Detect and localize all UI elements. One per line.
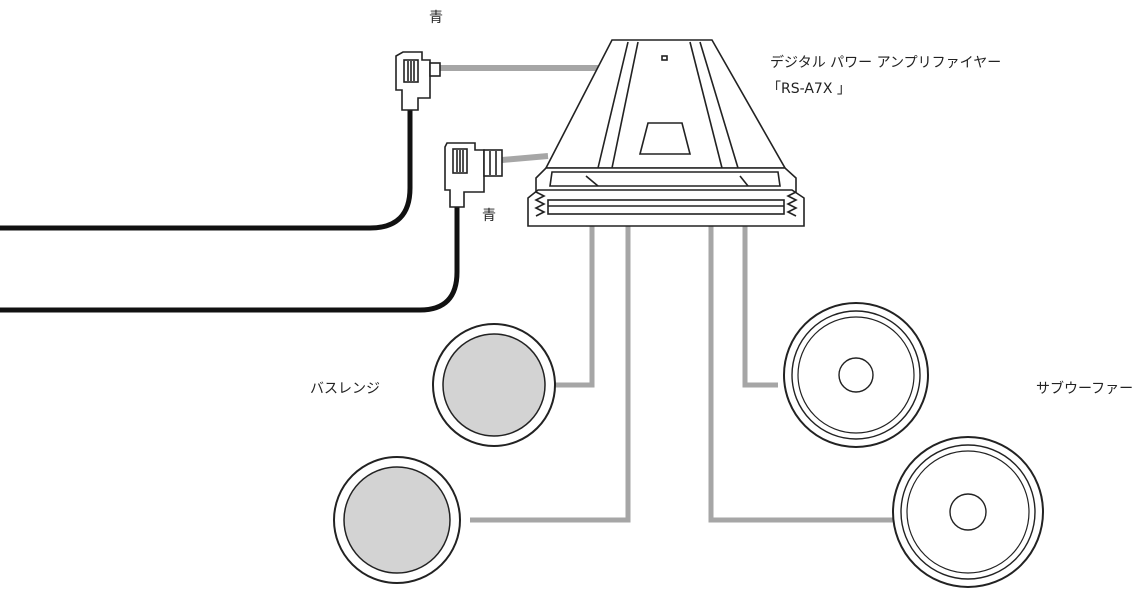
amplifier (527, 39, 805, 227)
black-cable-bottom (0, 205, 460, 313)
amp-name-label: デジタル パワー アンプリファイヤー (770, 54, 1001, 71)
rca-connector-top (395, 51, 441, 111)
bass-range-speaker-1 (432, 323, 556, 447)
amp-model-label: 「RS-A7X 」 (767, 81, 851, 97)
speaker-cable-sub-1 (742, 226, 778, 388)
subwoofer-1 (783, 302, 929, 448)
speaker-cable-bass-1 (555, 226, 595, 388)
subwoofer-label: サブウーファー (1036, 380, 1133, 397)
black-cable-top (0, 110, 413, 231)
speaker-cable-sub-2 (708, 226, 893, 523)
gray-cable-bottom (501, 153, 549, 163)
speaker-cable-bass-2 (470, 226, 631, 523)
connector-bottom-label: 青 (482, 208, 496, 224)
connector-top-label: 青 (429, 10, 443, 26)
bass-range-speaker-2 (333, 456, 461, 584)
subwoofer-2 (892, 436, 1044, 588)
rca-connector-bottom (444, 142, 503, 208)
bass-range-label: バスレンジ (310, 381, 380, 397)
